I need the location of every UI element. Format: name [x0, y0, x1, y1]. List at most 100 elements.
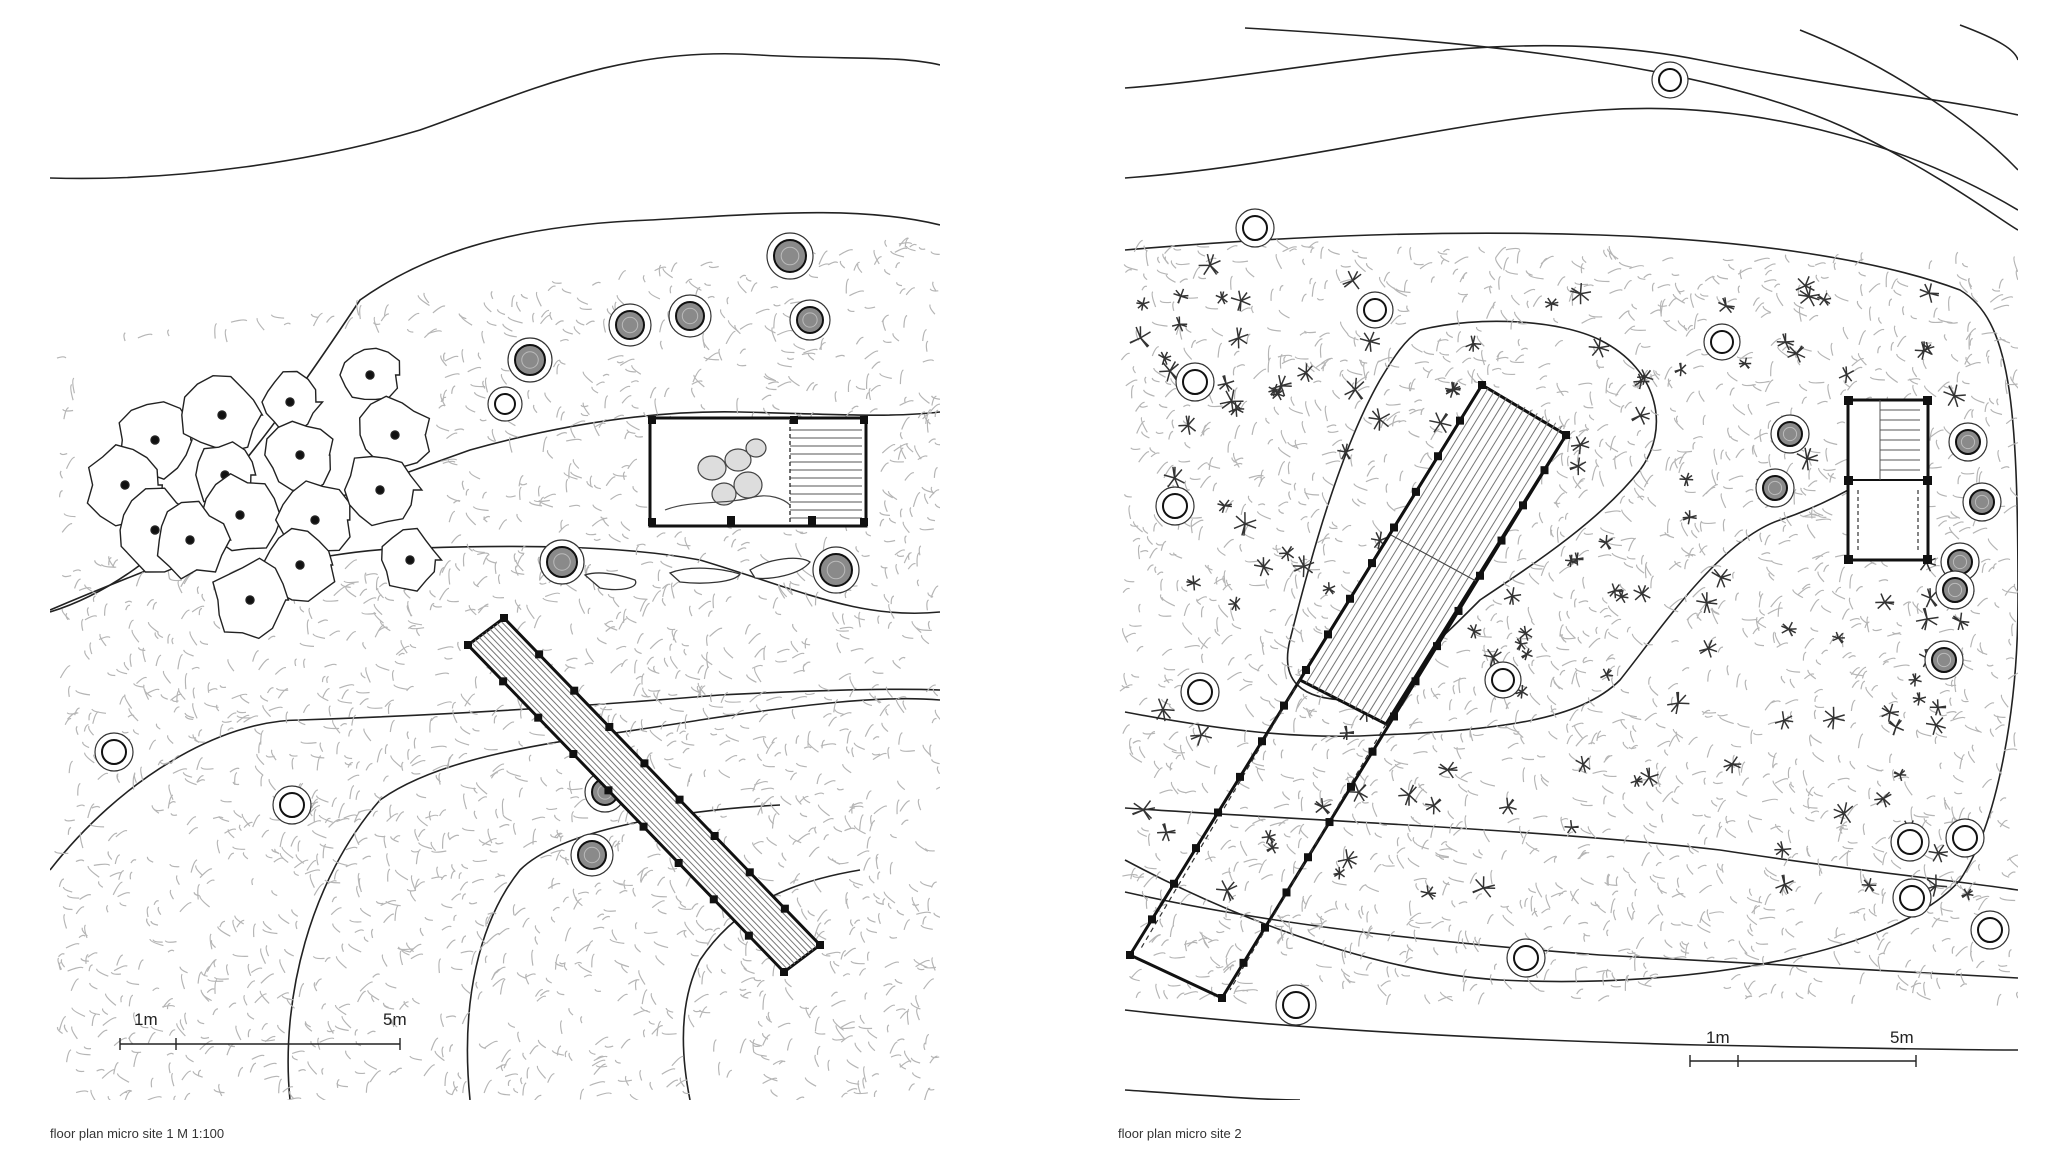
gravel-mark: [1853, 366, 1863, 372]
tree-trunk: [285, 397, 295, 407]
gravel-mark: [1629, 455, 1633, 467]
gravel-mark: [406, 328, 414, 333]
gravel-mark: [666, 1010, 674, 1020]
gravel-mark: [887, 621, 892, 629]
gravel-mark: [1578, 489, 1588, 499]
gravel-mark: [544, 392, 552, 403]
gravel-mark: [129, 871, 133, 880]
gravel-mark: [1284, 664, 1288, 680]
gravel-mark: [65, 943, 80, 949]
tree-trunk: [390, 430, 400, 440]
gravel-mark: [731, 538, 737, 548]
gravel-mark: [1437, 251, 1448, 255]
gravel-mark: [596, 1092, 612, 1097]
gravel-mark: [1239, 683, 1253, 692]
gravel-mark: [1907, 602, 1911, 617]
gravel-mark: [1555, 501, 1560, 508]
gravel-mark: [1430, 428, 1440, 441]
gravel-mark: [568, 1052, 573, 1062]
gravel-mark: [774, 660, 787, 663]
gravel-mark: [344, 755, 353, 760]
gravel-mark: [1853, 950, 1861, 954]
gravel-mark: [1464, 794, 1469, 807]
deck-post: [709, 895, 718, 904]
gravel-mark: [1259, 635, 1265, 647]
gravel-mark: [65, 612, 69, 621]
gravel-mark: [319, 742, 324, 753]
gravel-mark: [184, 712, 195, 719]
gravel-mark: [1643, 474, 1654, 488]
gravel-mark: [1151, 377, 1160, 383]
gravel-mark: [1938, 871, 1954, 878]
gravel-mark: [451, 863, 456, 872]
shrub: [1915, 607, 1939, 631]
gravel-mark: [808, 274, 819, 279]
gravel-mark: [703, 769, 707, 778]
gravel-mark: [766, 696, 783, 702]
gravel-mark: [832, 1018, 844, 1031]
gravel-mark: [1129, 746, 1134, 755]
gravel-mark: [1299, 714, 1307, 719]
gravel-mark: [1717, 600, 1726, 610]
gravel-mark: [1634, 955, 1637, 972]
gravel-mark: [1204, 856, 1216, 861]
gravel-mark: [514, 776, 528, 782]
gravel-mark: [1244, 560, 1260, 563]
gravel-mark: [1124, 632, 1137, 639]
shrub: [1781, 621, 1797, 637]
gravel-mark: [1683, 324, 1688, 332]
gravel-mark: [1311, 472, 1315, 481]
gravel-mark: [604, 1045, 614, 1048]
gravel-mark: [1633, 479, 1645, 491]
gravel-mark: [1145, 896, 1149, 909]
gravel-mark: [1672, 293, 1686, 304]
gravel-mark: [574, 961, 583, 965]
gravel-mark: [795, 762, 807, 768]
gravel-mark: [1759, 428, 1762, 443]
gravel-mark: [1282, 246, 1298, 253]
gravel-mark: [888, 517, 896, 524]
deck-plank: [1318, 394, 1501, 690]
gravel-mark: [1478, 849, 1483, 856]
gravel-mark: [1506, 906, 1513, 914]
gravel-mark: [1190, 518, 1194, 534]
gravel-mark: [1978, 806, 1983, 814]
gravel-mark: [336, 817, 350, 823]
gravel-mark: [164, 940, 177, 943]
gravel-mark: [604, 395, 609, 409]
gravel-mark: [910, 1002, 921, 1010]
gravel-mark: [881, 722, 889, 733]
gravel-mark: [1258, 476, 1266, 488]
shrub: [1438, 761, 1458, 779]
gravel-mark: [1602, 920, 1611, 931]
gravel-mark: [1533, 774, 1538, 790]
gravel-mark: [1752, 627, 1760, 635]
gravel-mark: [1688, 547, 1694, 558]
gravel-mark: [385, 900, 401, 907]
gravel-mark: [112, 881, 123, 896]
gravel-mark: [847, 308, 855, 313]
gravel-mark: [1173, 247, 1182, 251]
gravel-mark: [1941, 937, 1951, 942]
gravel-mark: [1151, 346, 1159, 357]
gravel-mark: [475, 981, 479, 989]
gravel-mark: [110, 971, 121, 975]
tree-ring: [802, 312, 818, 328]
gravel-mark: [219, 920, 226, 928]
gravel-mark: [1583, 532, 1594, 535]
gravel-mark: [130, 859, 137, 864]
gravel-mark: [1893, 325, 1898, 338]
deck-post: [464, 641, 472, 649]
gravel-mark: [1322, 476, 1334, 486]
shrub: [1822, 706, 1845, 730]
shrub: [1333, 867, 1346, 880]
gravel-mark: [1452, 268, 1459, 275]
gravel-mark: [706, 651, 709, 669]
shrub: [1190, 724, 1212, 746]
gravel-mark: [243, 715, 259, 723]
gravel-mark: [1684, 559, 1689, 570]
gravel-mark: [605, 476, 616, 487]
gravel-mark: [1290, 559, 1298, 564]
gravel-mark: [855, 336, 864, 345]
gravel-mark: [1433, 947, 1439, 956]
